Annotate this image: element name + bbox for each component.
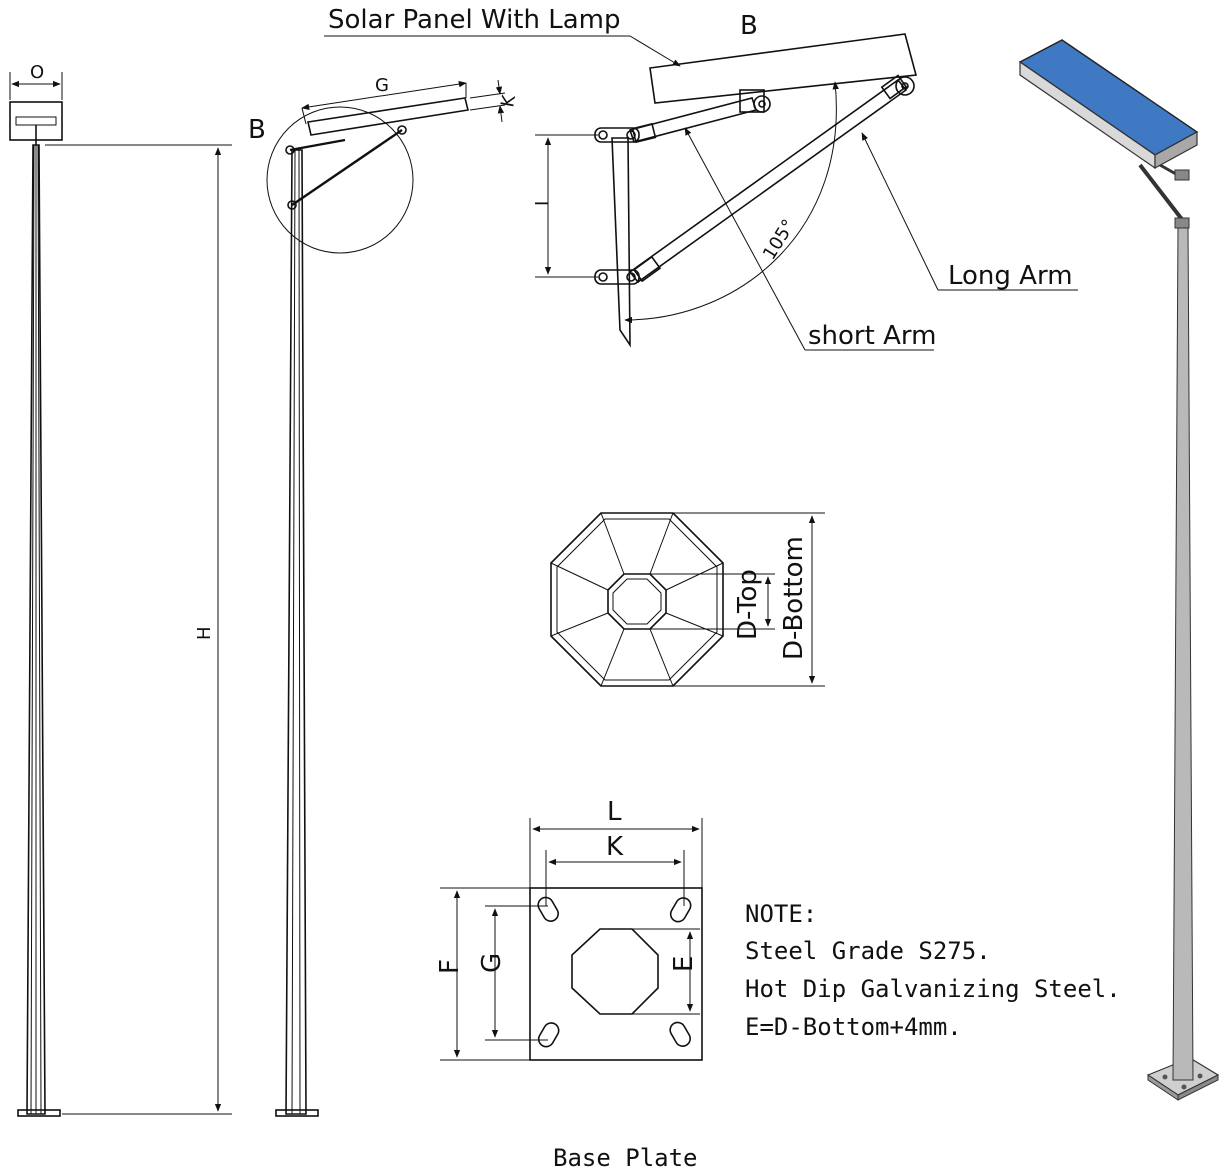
- note-line-1: Steel Grade S275.: [745, 937, 991, 965]
- dimension-o: O: [30, 62, 44, 83]
- pole-3d-render: [1018, 39, 1220, 1101]
- dimension-e: E: [669, 956, 699, 972]
- height-dimension: H: [45, 144, 232, 1115]
- dimension-d-bottom: D-Bottom: [779, 536, 809, 660]
- dimension-g-top: G: [375, 75, 389, 96]
- pole-cross-section: D-Top D-Bottom: [550, 512, 825, 687]
- dimension-h: H: [194, 626, 215, 640]
- dimension-i: I: [532, 201, 553, 206]
- note-block: NOTE: Steel Grade S275. Hot Dip Galvaniz…: [745, 900, 1121, 1041]
- dimension-k-plate: K: [606, 832, 624, 862]
- dimension-g-plate: G: [477, 953, 507, 973]
- solar-panel-face: [1018, 39, 1199, 156]
- pole-shaft: [1172, 224, 1194, 1081]
- note-line-3: E=D-Bottom+4mm.: [745, 1013, 962, 1041]
- detail-b-side-label: B: [248, 115, 266, 145]
- solar-panel-label: Solar Panel With Lamp: [328, 5, 620, 35]
- base-plate: L K F G E: [435, 797, 703, 1061]
- side-view-pole: B G K: [248, 75, 520, 1117]
- dimension-d-top: D-Top: [733, 569, 763, 640]
- base-plate-caption: Base Plate: [553, 1144, 698, 1171]
- dimension-l: L: [607, 797, 622, 827]
- note-title: NOTE:: [745, 900, 817, 928]
- front-view-pole: O: [9, 62, 63, 1117]
- long-arm-label: Long Arm: [948, 261, 1073, 291]
- dimension-k-top: K: [497, 92, 520, 108]
- short-arm-label: short Arm: [808, 321, 936, 351]
- detail-b-bracket: Solar Panel With Lamp B I 105°: [324, 5, 1078, 351]
- note-line-2: Hot Dip Galvanizing Steel.: [745, 975, 1121, 1003]
- detail-b-top-label: B: [740, 11, 758, 41]
- dimension-f: F: [435, 959, 465, 974]
